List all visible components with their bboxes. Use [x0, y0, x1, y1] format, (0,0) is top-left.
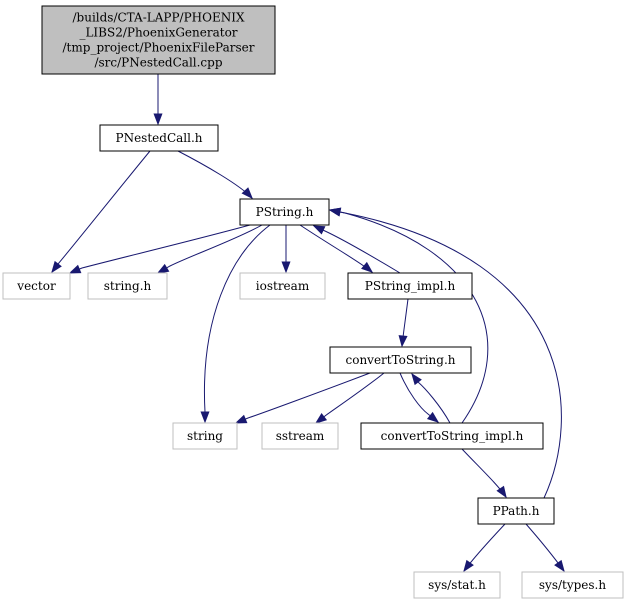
edge-pstring_h-to-vector [68, 224, 251, 274]
node-string_h: string.h [87, 272, 168, 300]
node-box [41, 5, 276, 75]
node-sys_stat_h: sys/stat.h [413, 571, 501, 599]
edge-arrowhead [361, 261, 374, 273]
node-label: sys/types.h [539, 578, 606, 592]
node-label: string [187, 429, 223, 443]
edge-converttostring_impl_h-to-ppath_h [461, 448, 507, 499]
edge-arrowhead [156, 263, 170, 274]
node-label: PPath.h [493, 504, 540, 518]
edge-line [299, 224, 373, 273]
node-box [239, 272, 326, 300]
edge-line [235, 372, 371, 424]
edge-arrowhead [153, 113, 163, 126]
edge-root-to-pnestedcall_h [153, 73, 163, 126]
node-pnestedcall_h[interactable]: PNestedCall.h [99, 124, 219, 152]
node-box [2, 272, 71, 300]
node-box [87, 272, 168, 300]
node-label: PString.h [256, 205, 314, 219]
edge-arrowhead [398, 335, 408, 348]
node-converttostring_h[interactable]: convertToString.h [329, 346, 472, 374]
node-label: PString_impl.h [365, 279, 456, 293]
node-iostream: iostream [239, 272, 326, 300]
node-pstring_h[interactable]: PString.h [239, 198, 330, 226]
node-label: /src/PNestedCall.cpp [94, 56, 222, 70]
edge-arrowhead [463, 559, 474, 573]
edge-line [313, 225, 401, 274]
edge-pstring_impl_h-to-pstring_h [312, 225, 401, 274]
node-label: /builds/CTA-LAPP/PHOENIX [72, 11, 244, 25]
edge-arrowhead [281, 261, 291, 274]
edge-line [157, 224, 263, 274]
node-pstring_impl_h[interactable]: PString_impl.h [347, 272, 473, 300]
node-label: PNestedCall.h [116, 131, 203, 145]
node-label: convertToString_impl.h [381, 429, 524, 443]
node-sys_types_h: sys/types.h [521, 571, 624, 599]
edge-line [315, 372, 385, 424]
edge-ppath_h-to-sys_stat_h [463, 523, 506, 573]
edge-arrowhead [411, 372, 422, 386]
edge-line [177, 150, 253, 199]
edge-arrowhead [496, 485, 507, 499]
edge-line [399, 372, 439, 423]
node-box [347, 272, 473, 300]
edge-pstring_h-to-string [200, 224, 271, 424]
edges-layer [51, 73, 565, 573]
edge-arrowhead [328, 207, 342, 217]
nodes-layer: /builds/CTA-LAPP/PHOENIX_LIBS2/PhoenixGe… [2, 5, 624, 599]
node-box [329, 346, 472, 374]
edge-pnestedcall_h-to-pstring_h [177, 150, 253, 200]
node-sstream: sstream [261, 422, 339, 450]
edge-arrowhead [234, 414, 248, 424]
edge-arrowhead [200, 411, 210, 424]
edge-line [69, 224, 251, 274]
edge-arrowhead [312, 225, 326, 235]
node-box [172, 422, 238, 450]
node-label: string.h [104, 279, 152, 293]
edge-arrowhead [426, 411, 440, 423]
node-label: convertToString.h [346, 353, 456, 367]
edge-ppath_h-to-sys_types_h [525, 523, 565, 573]
edge-arrowhead [51, 260, 62, 274]
node-root[interactable]: /builds/CTA-LAPP/PHOENIX_LIBS2/PhoenixGe… [41, 5, 276, 75]
edge-line [51, 150, 151, 273]
edge-pstring_h-to-pstring_impl_h [299, 224, 374, 273]
edge-arrowhead [241, 187, 253, 200]
node-box [360, 422, 544, 450]
node-box [521, 571, 624, 599]
edge-pstring_h-to-string_h [156, 224, 263, 274]
node-converttostring_impl_h[interactable]: convertToString_impl.h [360, 422, 544, 450]
edge-converttostring_h-to-string [234, 372, 371, 424]
edge-pstring_h-to-iostream [281, 224, 291, 274]
node-label: /tmp_project/PhoenixFileParser [63, 41, 255, 55]
edge-converttostring_h-to-converttostring_impl_h [399, 372, 440, 423]
node-label: sys/stat.h [428, 578, 486, 592]
node-box [239, 198, 330, 226]
edge-converttostring_impl_h-to-converttostring_h [411, 372, 451, 424]
edge-pnestedcall_h-to-vector [51, 150, 151, 274]
node-box [99, 124, 219, 152]
edge-line [329, 209, 562, 499]
edge-arrowhead [314, 413, 328, 424]
edge-pstring_impl_h-to-converttostring_h [398, 298, 409, 348]
node-label: _LIBS2/PhoenixGenerator [79, 26, 237, 40]
node-box [413, 571, 501, 599]
edge-line [329, 209, 489, 424]
node-box [477, 497, 555, 525]
edge-line [203, 224, 271, 422]
node-box [261, 422, 339, 450]
edge-arrowhead [68, 264, 82, 274]
edge-arrowhead [554, 559, 565, 573]
node-label: vector [16, 279, 56, 293]
node-string: string [172, 422, 238, 450]
node-vector: vector [2, 272, 71, 300]
node-ppath_h[interactable]: PPath.h [477, 497, 555, 525]
node-label: sstream [276, 429, 325, 443]
edge-ppath_h-to-pstring_h [328, 207, 562, 499]
node-label: iostream [256, 279, 310, 293]
edge-converttostring_h-to-sstream [314, 372, 385, 424]
